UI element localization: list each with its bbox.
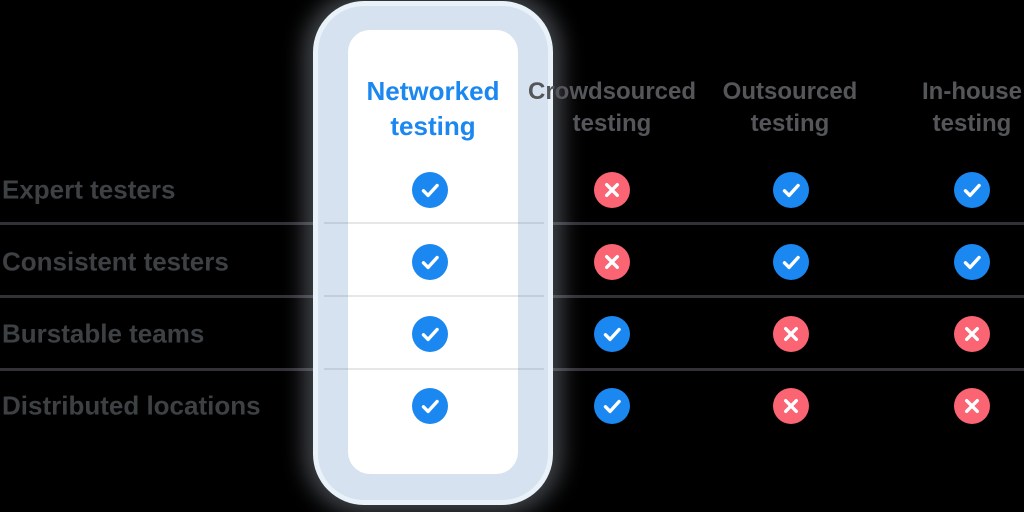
check-icon xyxy=(412,316,448,352)
check-icon xyxy=(412,244,448,280)
row-label-consistent-testers: Consistent testers xyxy=(2,246,229,277)
check-icon xyxy=(594,316,630,352)
check-icon xyxy=(594,388,630,424)
row-label-distributed-locations: Distributed locations xyxy=(2,390,261,421)
card-row-divider xyxy=(324,222,544,224)
cross-icon xyxy=(954,316,990,352)
cross-icon xyxy=(594,244,630,280)
check-icon xyxy=(773,172,809,208)
column-header-networked: Networked testing xyxy=(366,76,500,141)
cross-icon xyxy=(954,388,990,424)
card-row-divider xyxy=(324,295,544,297)
column-header-crowdsourced: Crowdsourced testing xyxy=(527,78,697,137)
check-icon xyxy=(954,172,990,208)
check-icon xyxy=(954,244,990,280)
row-label-expert-testers: Expert testers xyxy=(2,174,176,205)
row-label-burstable-teams: Burstable teams xyxy=(2,318,205,349)
column-header-outsourced: Outsourced testing xyxy=(722,78,858,137)
card-row-divider xyxy=(324,368,544,370)
cross-icon xyxy=(773,316,809,352)
check-icon xyxy=(773,244,809,280)
cross-icon xyxy=(594,172,630,208)
column-header-inhouse: In-house testing xyxy=(922,78,1022,137)
cross-icon xyxy=(773,388,809,424)
check-icon xyxy=(412,388,448,424)
check-icon xyxy=(412,172,448,208)
